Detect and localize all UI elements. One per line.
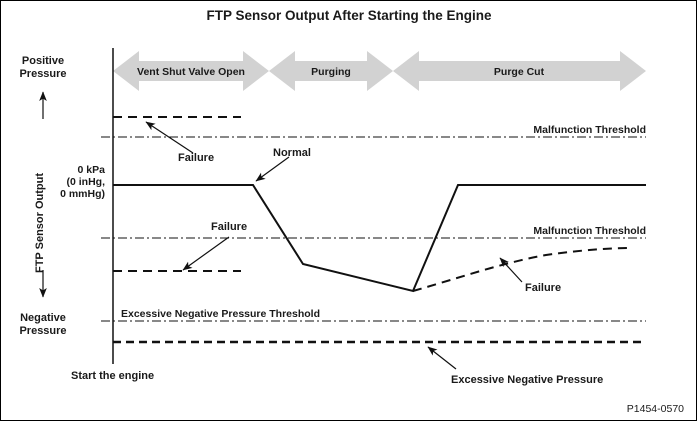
recovery-failure-trace (412, 247, 632, 292)
phase-band: Vent Shut Valve Open Purging Purge Cut (113, 51, 646, 91)
excessive-negative-pressure-label: Excessive Negative Pressure (451, 374, 603, 386)
annotation-lower-failure: Failure (182, 221, 247, 271)
phase-arrow-vent-shut-valve-open (113, 51, 269, 91)
zero-kpa-line3: 0 mmHg) (60, 188, 105, 200)
recovery-failure-leader (499, 257, 523, 283)
phase-arrow-purge-cut (393, 51, 646, 91)
start-the-engine-label: Start the engine (71, 370, 154, 382)
positive-pressure-label-line2: Pressure (19, 68, 66, 80)
excessive-negative-pressure-threshold-label: Excessive Negative Pressure Threshold (121, 308, 320, 320)
page-title: FTP Sensor Output After Starting the Eng… (206, 8, 492, 23)
y-axis-title: FTP Sensor Output (34, 173, 46, 273)
annotation-excessive-negative-pressure: Excessive Negative Pressure (427, 346, 603, 386)
positive-pressure-label-line1: Positive (22, 55, 64, 67)
upper-failure-label: Failure (178, 152, 214, 164)
normal-label: Normal (273, 147, 311, 159)
normal-signal-trace (113, 184, 646, 293)
phase-label-vent-shut-valve-open: Vent Shut Valve Open (137, 66, 245, 78)
lower-failure-label: Failure (211, 221, 247, 233)
negative-pressure-label-line1: Negative (20, 312, 66, 324)
upper-failure-leader (145, 121, 194, 154)
part-number-label: P1454-0570 (627, 403, 684, 415)
malfunction-threshold-lower-label: Malfunction Threshold (533, 225, 646, 237)
recovery-failure-label: Failure (525, 282, 561, 294)
zero-kpa-line2: (0 inHg, (67, 176, 106, 188)
phase-label-purge-cut: Purge Cut (494, 66, 545, 78)
y-axis-labels: Positive Pressure FTP Sensor Output Nega… (19, 55, 66, 337)
annotation-upper-failure: Failure (145, 121, 214, 164)
zero-kpa-line1: 0 kPa (78, 164, 106, 176)
zero-reference-label: 0 kPa (0 inHg, 0 mmHg) (60, 164, 105, 200)
negative-pressure-label-line2: Pressure (19, 325, 66, 337)
excessive-negative-pressure-leader (427, 346, 457, 370)
normal-leader (255, 156, 290, 182)
lower-failure-leader (182, 236, 230, 271)
annotation-recovery-failure: Failure (499, 257, 561, 294)
phase-label-purging: Purging (311, 66, 351, 78)
phase-arrow-purging (269, 51, 393, 91)
malfunction-threshold-upper-label: Malfunction Threshold (533, 124, 646, 136)
annotation-normal: Normal (255, 147, 311, 182)
